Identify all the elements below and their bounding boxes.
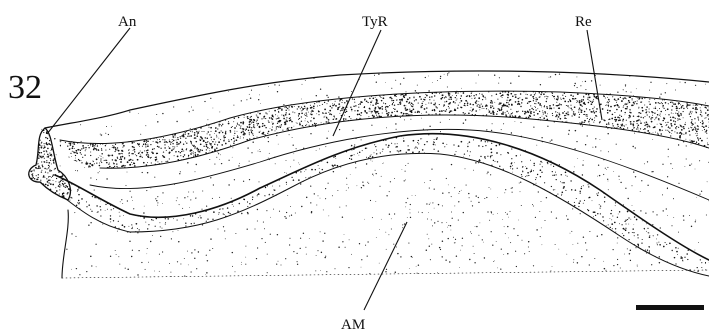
label-tyr: TyR bbox=[362, 14, 388, 30]
lower-stipple-band bbox=[49, 124, 709, 281]
figure-number: 32 bbox=[8, 69, 42, 106]
am-leader-line bbox=[364, 222, 407, 310]
label-an: An bbox=[118, 14, 137, 30]
leader-lines bbox=[47, 28, 602, 310]
scale-bar bbox=[636, 305, 704, 310]
label-am: AM bbox=[341, 317, 365, 333]
left-base-edge bbox=[62, 210, 68, 278]
lower-band-edge bbox=[62, 153, 709, 276]
re-leader-line bbox=[587, 30, 602, 120]
light-stipple-layer bbox=[20, 60, 709, 286]
an-leader-line bbox=[47, 28, 130, 134]
label-re: Re bbox=[575, 14, 592, 30]
dark-stipple-band bbox=[54, 84, 709, 176]
knob-outline bbox=[29, 128, 71, 200]
tyr-band-edge bbox=[90, 129, 709, 200]
